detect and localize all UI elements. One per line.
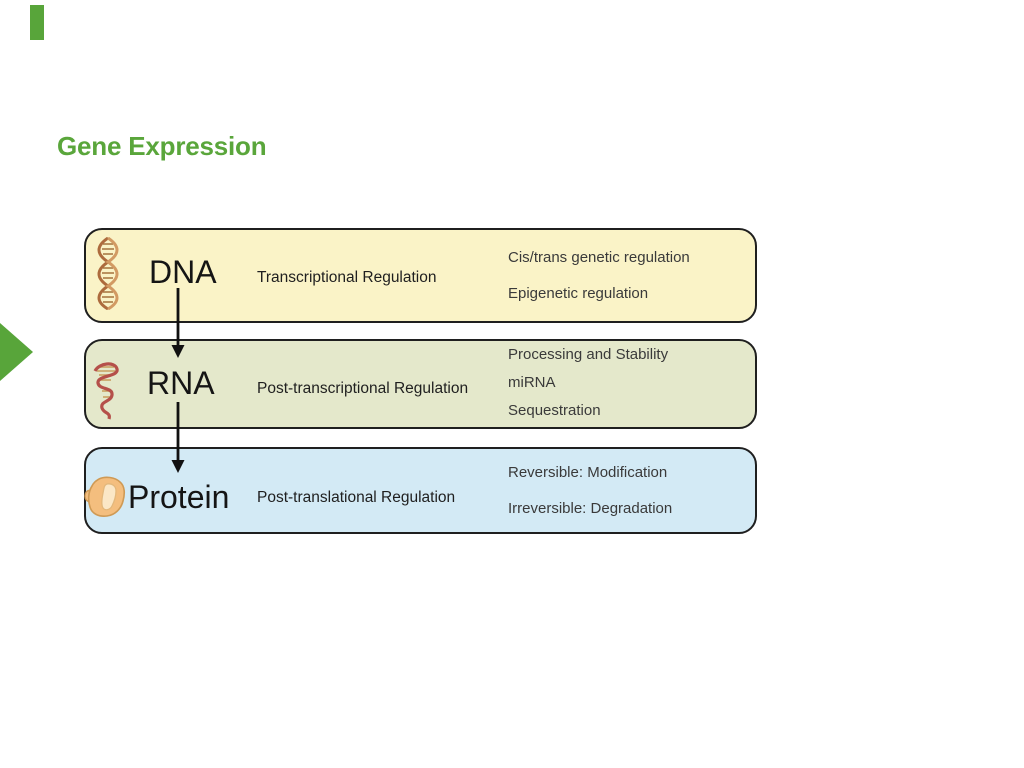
mechanism-item: Reversible: Modification: [508, 464, 668, 481]
arrow-dna-to-rna: [171, 288, 185, 358]
arrow-rna-to-protein: [171, 402, 185, 473]
dna-helix-icon: [97, 237, 119, 310]
mechanism-item: Cis/trans genetic regulation: [508, 249, 690, 266]
protein-regulation-label: Post-translational Regulation: [257, 489, 456, 506]
mechanism-item: miRNA: [508, 374, 556, 391]
dna-regulation-label: Transcriptional Regulation: [257, 269, 437, 286]
protein-box: [84, 447, 757, 534]
slide-title: Gene Expression: [57, 131, 267, 161]
mechanism-item: Irreversible: Degradation: [508, 500, 673, 517]
mechanism-item: Epigenetic regulation: [508, 285, 649, 302]
protein-blob-icon: [84, 476, 126, 517]
rna-box: [84, 339, 757, 429]
dna-box: [84, 228, 757, 323]
rna-strand-icon: [93, 362, 119, 420]
mechanism-item: Processing and Stability: [508, 346, 669, 363]
rna-molecule-label: RNA: [147, 365, 215, 401]
accent-bar: [30, 5, 44, 40]
flow-arrows: [171, 288, 185, 473]
protein-molecule-label: Protein: [128, 479, 230, 515]
rna-regulation-label: Post-transcriptional Regulation: [257, 380, 469, 397]
dna-molecule-label: DNA: [149, 254, 217, 290]
side-arrow-icon: [0, 323, 33, 381]
mechanism-item: Sequestration: [508, 402, 601, 419]
